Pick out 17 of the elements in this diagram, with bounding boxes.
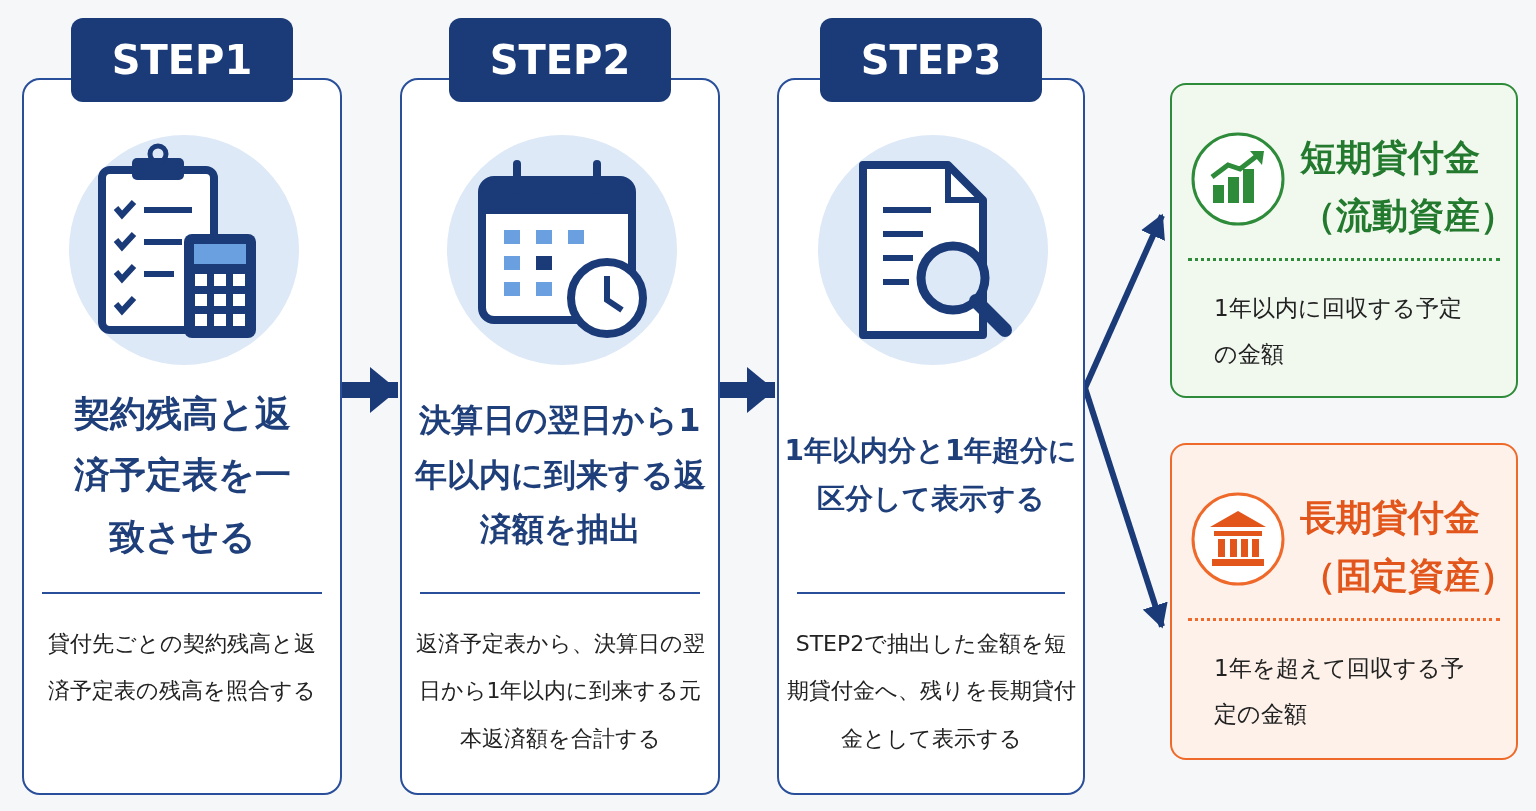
result-card: [1170, 83, 1518, 398]
step-description: STEP2で抽出した金額を短期貸付金へ、残りを長期貸付金として表示する: [785, 630, 1077, 753]
step-badge: STEP1: [71, 18, 293, 102]
arrow: [720, 367, 775, 413]
category-description: 1年以内に回収する予定の金額: [1214, 294, 1463, 369]
step-description: 返済予定表から、決算日の翌日から1年以内に到来する元本返済額を合計する: [414, 630, 706, 753]
step-badge: STEP3: [820, 18, 1042, 102]
step-title: 1年以内分と1年超分に区分して表示する: [783, 433, 1079, 517]
category-description: 1年を超えて回収する予定の金額: [1214, 654, 1464, 729]
step-title: 契約残高と返済予定表を一致させる: [72, 392, 292, 559]
step-badge: STEP2: [449, 18, 671, 102]
result-card: [1170, 443, 1518, 760]
step-title: 決算日の翌日から1年以内に到来する返済額を抽出: [413, 400, 707, 551]
category-title: 短期貸付金（流動資産）: [1300, 136, 1517, 238]
category-title: 長期貸付金（固定資産）: [1300, 496, 1517, 598]
arrow: [342, 367, 398, 413]
step-description: 貸付先ごとの契約残高と返済予定表の残高を照合する: [47, 630, 317, 706]
